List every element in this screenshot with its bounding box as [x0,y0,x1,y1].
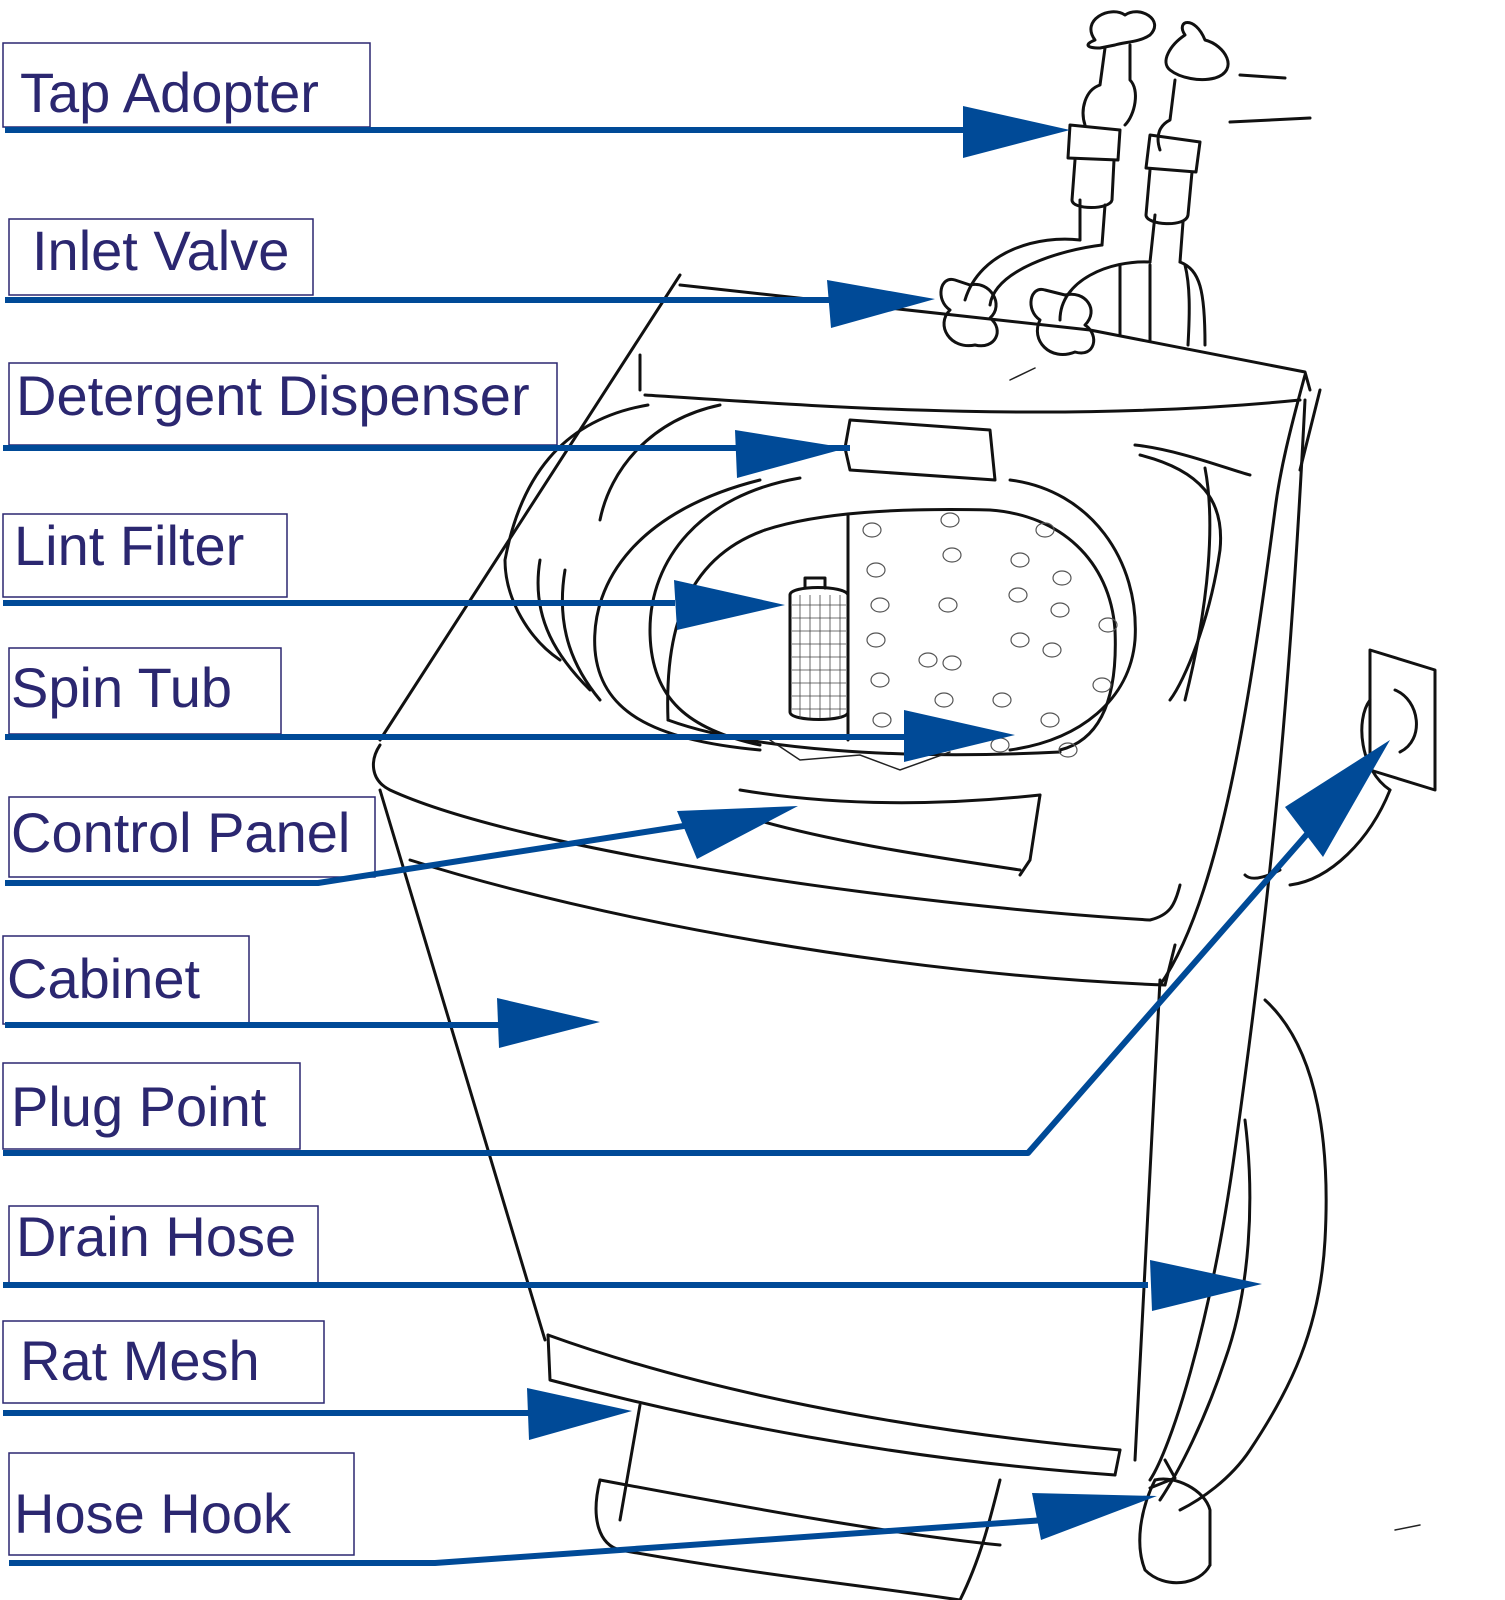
label-text-rat-mesh: Rat Mesh [20,1329,260,1392]
label-rat-mesh: Rat Mesh [2,1320,325,1404]
label-lint-filter: Lint Filter [2,513,288,598]
label-plug-point: Plug Point [2,1062,301,1150]
label-text-inlet-valve: Inlet Valve [32,219,289,282]
arrow-spin-tub [5,710,1015,762]
label-text-plug-point: Plug Point [11,1075,267,1138]
label-spin-tub: Spin Tub [8,647,282,735]
arrow-head-cabinet [497,998,600,1048]
label-text-control-panel: Control Panel [11,801,350,864]
machine-top [371,273,1322,922]
cabinet-body [378,398,1307,1600]
arrow-head-drain-hose [1150,1260,1262,1311]
label-text-spin-tub: Spin Tub [11,656,232,719]
label-text-tap-adopter: Tap Adopter [20,61,319,124]
arrow-head-control-panel [677,806,798,859]
arrow-cabinet [5,998,600,1048]
tap-illustration [939,10,1312,356]
arrow-detergent-dispenser [3,430,850,478]
label-detergent-dispenser: Detergent Dispenser [8,362,558,446]
arrow-hose-hook [9,1493,1157,1566]
label-hose-hook: Hose Hook [8,1452,355,1556]
arrow-head-spin-tub [904,710,1015,762]
arrow-plug-point [3,740,1390,1156]
drum-perforations [862,512,1118,758]
label-text-hose-hook: Hose Hook [14,1482,292,1545]
arrow-head-detergent-dispenser [735,430,847,478]
arrow-head-inlet-valve [827,280,935,328]
label-drain-hose: Drain Hose [8,1205,319,1287]
label-text-detergent-dispenser: Detergent Dispenser [16,364,530,427]
labels: Tap Adopter Inlet Valve Detergent Dispen… [2,42,558,1556]
label-cabinet: Cabinet [2,935,250,1025]
arrow-head-tap-adopter [963,106,1070,158]
label-tap-adopter: Tap Adopter [2,42,371,128]
arrow-drain-hose [3,1260,1262,1311]
arrow-lint-filter [3,580,785,630]
label-text-lint-filter: Lint Filter [14,514,244,577]
label-text-cabinet: Cabinet [7,947,200,1010]
washing-machine-sketch [371,10,1437,1600]
plug-socket-illustration [1243,648,1437,887]
arrow-control-panel [5,806,798,886]
arrow-head-lint-filter [674,580,785,630]
label-text-drain-hose: Drain Hose [16,1205,296,1268]
leader-arrows [3,106,1390,1566]
label-inlet-valve: Inlet Valve [8,218,314,296]
arrow-inlet-valve [5,280,935,328]
arrow-head-plug-point [1285,740,1390,857]
lint-filter-illustration [788,576,850,721]
arrow-line-hose-hook [9,1517,1046,1566]
arrow-rat-mesh [3,1388,632,1440]
arrow-line-plug-point [3,823,1318,1156]
arrow-head-rat-mesh [527,1388,632,1440]
arrow-line-control-panel [5,822,691,886]
arrow-head-hose-hook [1032,1493,1157,1540]
drain-hose-illustration [1138,998,1328,1585]
label-control-panel: Control Panel [8,796,376,878]
arrow-tap-adopter [5,106,1070,158]
